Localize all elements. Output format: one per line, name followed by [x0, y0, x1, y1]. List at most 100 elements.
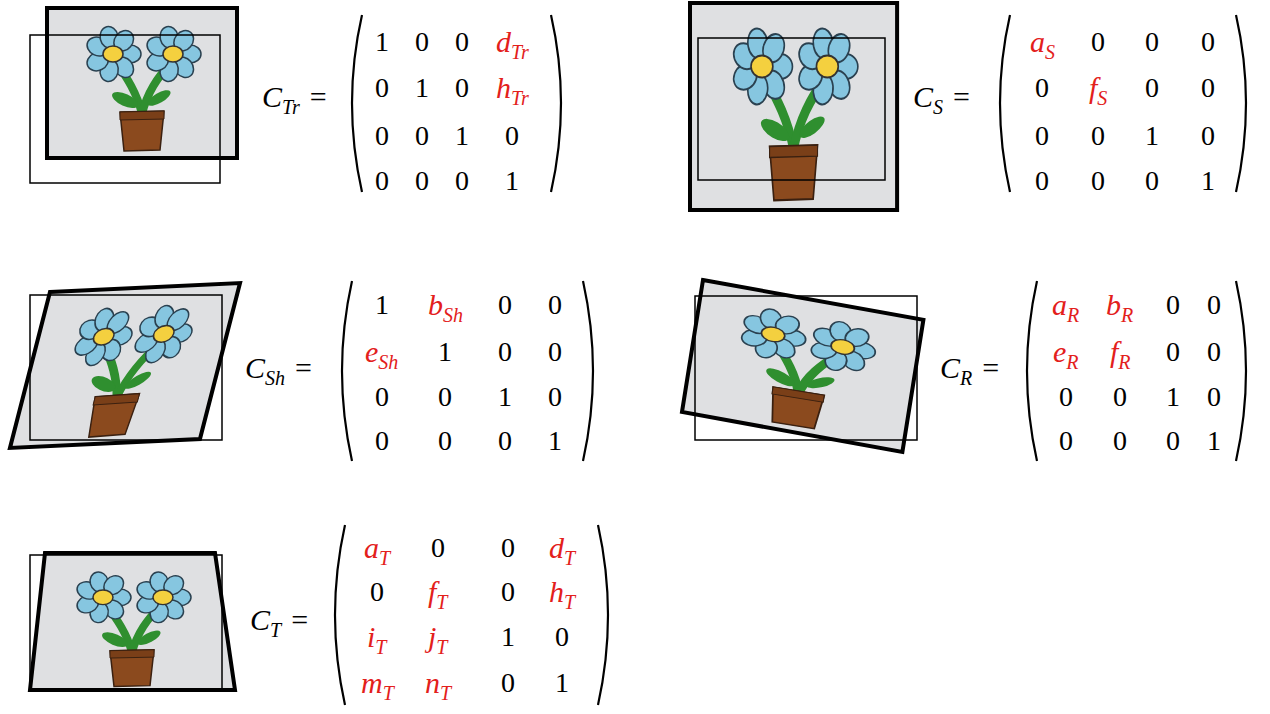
matrix-entry: 1 [555, 669, 569, 697]
matrix-entry: 0 [415, 122, 429, 150]
matrix-number: 1 [498, 381, 512, 412]
matrix-symbol: C [940, 351, 960, 384]
parameter-symbol: m [361, 666, 383, 699]
matrix-entry: 0 [1059, 383, 1073, 411]
parameter-symbol: f [1089, 71, 1097, 104]
matrix-entry: 0 [1145, 167, 1159, 195]
matrix-number: 0 [415, 165, 429, 196]
matrix-number: 0 [1201, 120, 1215, 151]
parameter-subscript: T [436, 591, 447, 613]
matrix-entry: 0 [1201, 28, 1215, 56]
matrix-number: 0 [1207, 336, 1221, 367]
matrix-symbol: C [245, 351, 265, 384]
matrix-entry: 0 [498, 427, 512, 455]
parameter-entry: aR [1052, 290, 1079, 320]
matrix-number: 0 [1113, 425, 1127, 456]
matrix-number: 0 [375, 72, 389, 103]
matrix-number: 0 [455, 165, 469, 196]
matrix-number: 0 [1145, 72, 1159, 103]
parameter-subscript: R [1067, 304, 1079, 326]
parameter-symbol: a [1052, 288, 1067, 321]
matrix-entry: 0 [1035, 74, 1049, 102]
matrix-entry: 0 [1113, 383, 1127, 411]
matrix-number: 0 [1145, 26, 1159, 57]
matrix-number: 0 [375, 165, 389, 196]
matrix-symbol: C [262, 80, 282, 113]
matrix-number: 0 [438, 425, 452, 456]
equals-sign: = [295, 351, 312, 384]
matrix-entry: 1 [1145, 122, 1159, 150]
matrix-entry: 0 [1166, 427, 1180, 455]
parameter-subscript: T [564, 591, 575, 613]
matrix-number: 0 [1166, 425, 1180, 456]
matrix-number: 0 [431, 532, 445, 563]
matrix-subscript: R [960, 367, 972, 389]
matrix-subscript: Tr [282, 96, 300, 118]
matrix-entry: 0 [375, 427, 389, 455]
matrix-number: 1 [505, 165, 519, 196]
equals-sign: = [982, 351, 999, 384]
matrix-number: 0 [375, 381, 389, 412]
parameter-subscript: R [1066, 351, 1078, 373]
matrix-number: 0 [415, 120, 429, 151]
parameter-entry: dT [549, 533, 575, 563]
matrix-number: 1 [455, 120, 469, 151]
parameter-symbol: e [365, 335, 378, 368]
parameter-symbol: f [428, 575, 436, 608]
parameter-symbol: d [496, 25, 511, 58]
matrix-number: 0 [1035, 165, 1049, 196]
matrix-number: 0 [1201, 26, 1215, 57]
matrix-number: 0 [375, 425, 389, 456]
matrix-number: 1 [501, 621, 515, 652]
matrix-entry: 0 [1091, 122, 1105, 150]
matrix-entry: 0 [431, 534, 445, 562]
matrix-entry: 0 [1091, 28, 1105, 56]
matrix-number: 0 [548, 336, 562, 367]
matrix-number: 1 [1145, 120, 1159, 151]
matrix-entry: 0 [548, 291, 562, 319]
matrix-number: 0 [455, 72, 469, 103]
equals-sign: = [310, 80, 327, 113]
parameter-subscript: T [436, 636, 447, 658]
matrix-number: 1 [415, 72, 429, 103]
matrix-entry: 0 [1201, 74, 1215, 102]
matrix-number: 0 [548, 381, 562, 412]
matrix-entry: 1 [501, 623, 515, 651]
parameter-subscript: S [1045, 41, 1055, 63]
matrix-number: 0 [1091, 165, 1105, 196]
equals-sign: = [953, 80, 970, 113]
matrix-entry: 0 [370, 578, 384, 606]
matrix-number: 0 [498, 425, 512, 456]
parameter-subscript: Tr [511, 87, 529, 109]
matrix-entry: 0 [501, 578, 515, 606]
parameter-symbol: b [1106, 288, 1121, 321]
matrix-symbol: C [913, 80, 933, 113]
matrix-entry: 0 [1207, 383, 1221, 411]
parameter-symbol: a [1030, 25, 1045, 58]
parameter-symbol: h [549, 575, 564, 608]
matrix-entry: 1 [438, 338, 452, 366]
matrix-entry: 0 [438, 383, 452, 411]
parameter-subscript: T [375, 636, 386, 658]
parameter-entry: jT [428, 622, 447, 652]
matrix-number: 1 [375, 289, 389, 320]
matrix-entry: 1 [375, 291, 389, 319]
parameter-entry: dTr [496, 27, 529, 57]
matrix-number: 0 [1166, 289, 1180, 320]
matrix-number: 0 [1035, 72, 1049, 103]
parameter-symbol: b [428, 288, 443, 321]
matrix-entry: 0 [1166, 291, 1180, 319]
matrix-entry: 0 [1035, 167, 1049, 195]
parameter-entry: eSh [365, 337, 398, 367]
matrix-entry: 1 [548, 427, 562, 455]
matrix-name: CSh= [245, 353, 312, 383]
matrix-number: 0 [375, 120, 389, 151]
matrix-entry: 0 [455, 167, 469, 195]
matrix-number: 0 [1091, 120, 1105, 151]
parameter-subscript: S [1097, 87, 1107, 109]
matrix-entry: 0 [1145, 28, 1159, 56]
matrix-entry: 0 [1207, 291, 1221, 319]
matrix-entry: 0 [375, 167, 389, 195]
matrix-number: 0 [415, 26, 429, 57]
